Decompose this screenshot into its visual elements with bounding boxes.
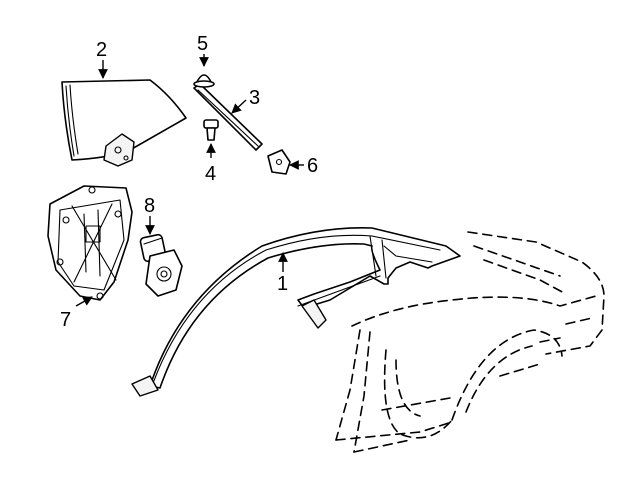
callout-4: 4 bbox=[205, 163, 216, 185]
leader-lines bbox=[75, 54, 304, 307]
retainer-clip bbox=[203, 119, 219, 141]
callout-3: 3 bbox=[249, 87, 260, 109]
callout-5: 5 bbox=[197, 33, 208, 55]
quarter-panel-outline bbox=[335, 231, 605, 453]
callout-8: 8 bbox=[144, 195, 155, 217]
callout-7: 7 bbox=[60, 309, 71, 331]
window-regulator bbox=[47, 185, 133, 301]
window-motor bbox=[139, 233, 183, 297]
callout-1: 1 bbox=[277, 273, 288, 295]
grommet bbox=[193, 74, 215, 88]
quarter-glass bbox=[61, 79, 187, 167]
callout-2: 2 bbox=[96, 39, 107, 61]
callout-6: 6 bbox=[307, 155, 318, 177]
bracket bbox=[267, 149, 291, 175]
weatherstrip-seal bbox=[131, 227, 461, 397]
